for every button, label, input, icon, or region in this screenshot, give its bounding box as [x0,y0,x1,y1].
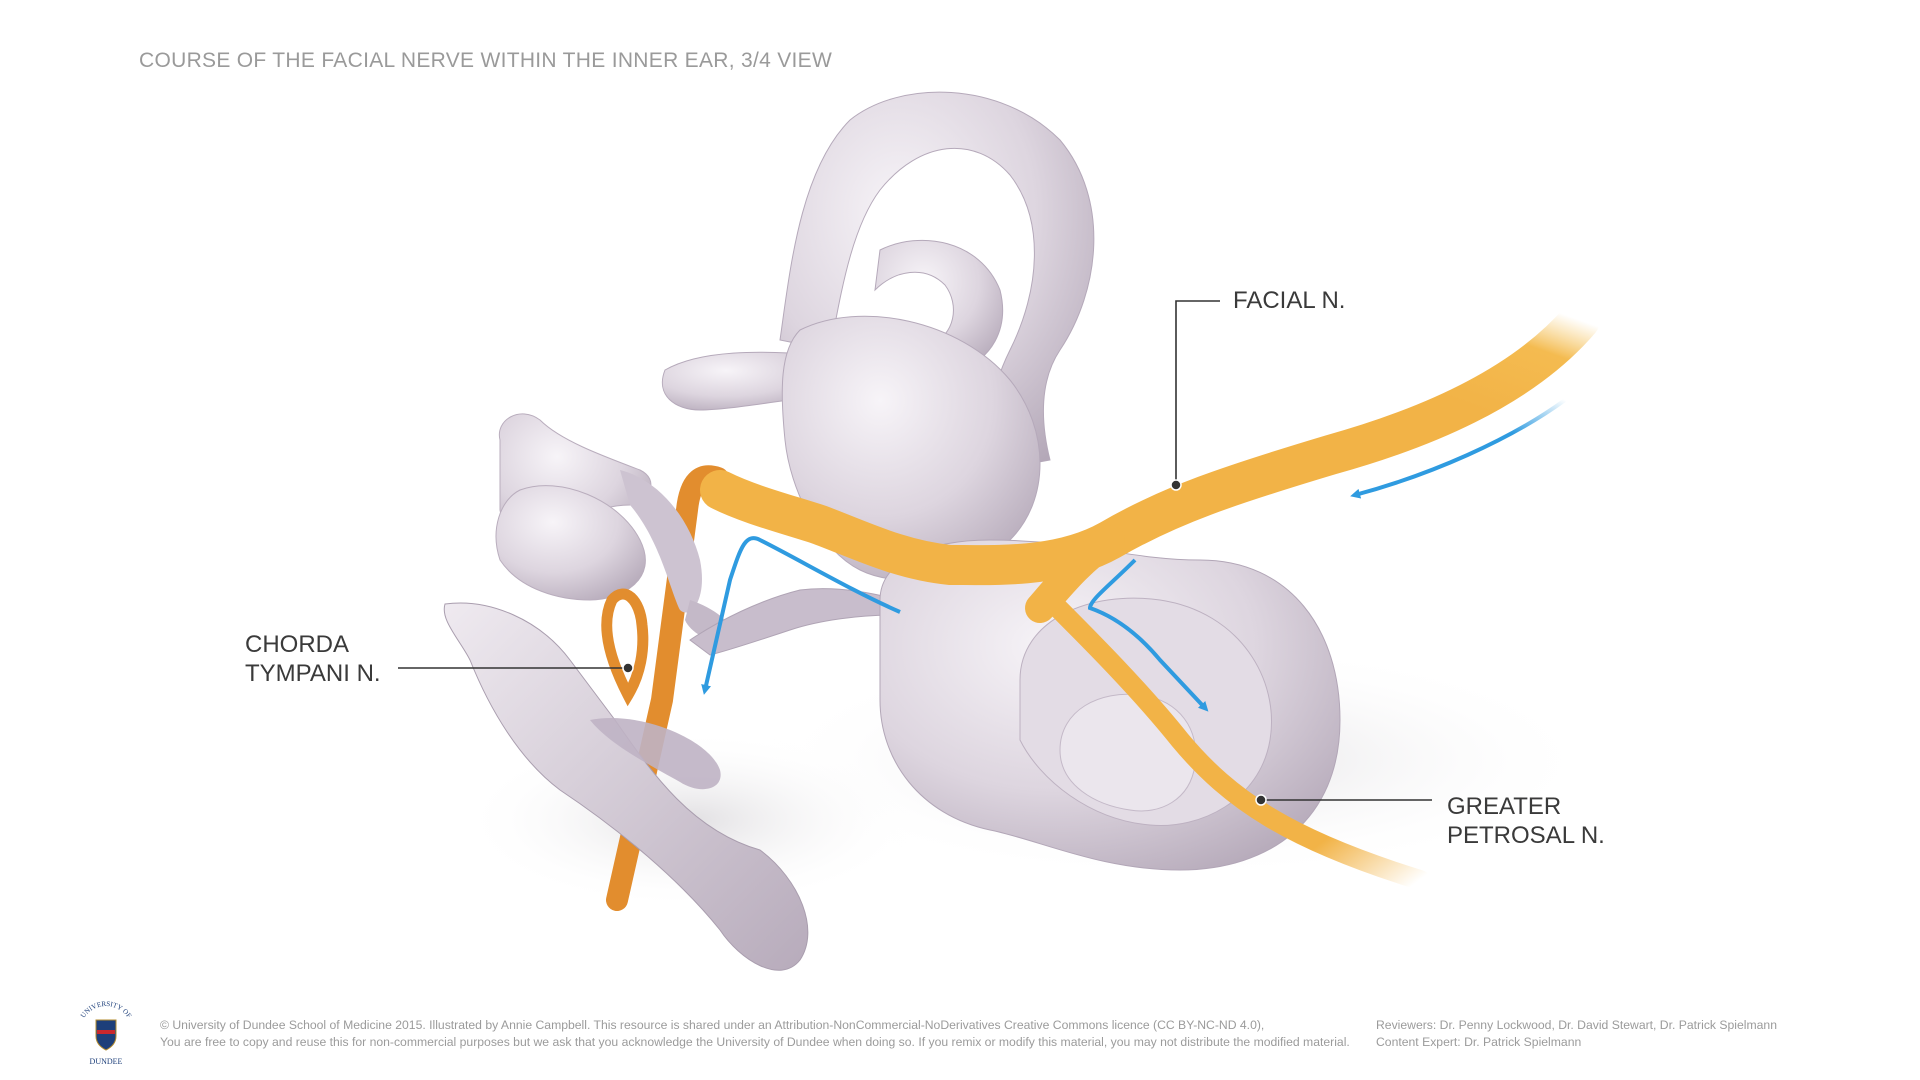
direction-arrow-icon [1350,398,1567,499]
petrosal-leader-dot [1255,794,1267,806]
facial-leader-dot [1170,479,1182,491]
crest-band [97,1030,115,1034]
logo-text-bottom: DUNDEE [90,1057,123,1066]
leader-dots [622,479,1267,806]
chorda-leader-dot [622,662,634,674]
greater-petrosal-label-line: PETROSAL N. [1447,822,1605,849]
page-title: COURSE OF THE FACIAL NERVE WITHIN THE IN… [139,49,833,72]
chorda-tympani-nerve [601,588,649,707]
copyright-line: You are free to copy and reuse this for … [160,1035,1350,1049]
facial-nerve-label: FACIAL N. [1233,286,1345,315]
facial-nerve-label-text: FACIAL N. [1233,287,1346,314]
chorda-tympani-label: CHORDA TYMPANI N. [245,630,381,688]
facial-leader-line [1175,300,1220,485]
copyright-line: © University of Dundee School of Medicin… [160,1018,1265,1032]
copyright-notice: © University of Dundee School of Medicin… [160,1017,1350,1051]
direction-arrow-icon [1087,558,1209,712]
chorda-tympani-label-line: TYMPANI N. [245,660,381,687]
reviewers-line: Reviewers: Dr. Penny Lockwood, Dr. David… [1376,1018,1777,1032]
membrane-fold [590,718,721,790]
leader-lines [398,300,1432,801]
greater-petrosal-label: GREATER PETROSAL N. [1447,792,1605,850]
logo-text-top: UNIVERSITY OF [79,1000,133,1020]
svg-text:UNIVERSITY OF: UNIVERSITY OF [79,1000,133,1020]
greater-petrosal-nerve [1040,590,1430,890]
credits: Reviewers: Dr. Penny Lockwood, Dr. David… [1376,1017,1777,1051]
chorda-tympani-label-line: CHORDA [245,631,350,658]
greater-petrosal-label-line: GREATER [1447,793,1562,820]
crest-shield [95,1019,117,1051]
direction-arrow-icon [701,536,901,695]
university-crest-icon: UNIVERSITY OF DUNDEE [79,1000,133,1066]
content-expert-line: Content Expert: Dr. Patrick Spielmann [1376,1035,1582,1049]
